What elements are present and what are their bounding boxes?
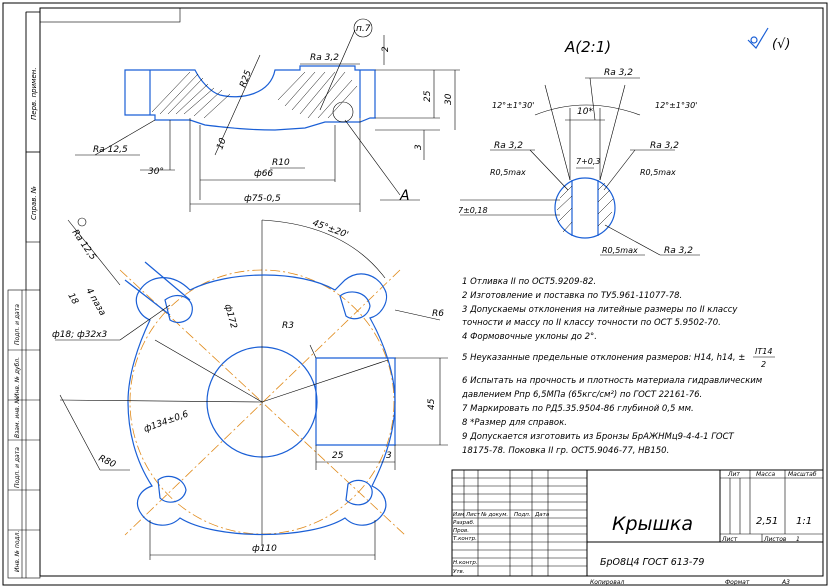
dim-25: 25 bbox=[423, 90, 433, 102]
note-ref-circle bbox=[353, 18, 373, 38]
plan-4slots: 4 паза bbox=[83, 287, 107, 318]
note-4: 4 Формовочные уклоны до 2°. bbox=[462, 332, 597, 342]
side-label-ref: Справ. № bbox=[30, 186, 38, 220]
note-5-num: IT14 bbox=[755, 347, 772, 356]
section-view bbox=[75, 18, 460, 212]
detail-ra32-a: Ra 3,2 bbox=[604, 68, 633, 78]
note-8: 8 *Размер для справок. bbox=[462, 418, 567, 428]
tb-row-ncontr: Н.контр. bbox=[453, 560, 478, 566]
detail-view bbox=[460, 77, 700, 256]
note-6b: давлением Рпр 6,5МПа (65кгс/см²) по ГОСТ… bbox=[461, 390, 702, 400]
note-9b: 18175-78. Поковка II гр. ОСТ5.9046-77, Н… bbox=[462, 446, 669, 456]
technical-notes: 1 Отливка II по ОСТ5.9209-82. 2 Изготовл… bbox=[461, 277, 775, 456]
detail-r05-a: R0,5max bbox=[490, 168, 526, 177]
side-label-sign1: Подп. и дата bbox=[14, 304, 21, 345]
detail-angle-b: 12°±1°30' bbox=[655, 101, 697, 110]
tb-mass-value: 2,51 bbox=[756, 516, 778, 527]
note-6a: 6 Испытать на прочность и плотность мате… bbox=[462, 376, 763, 386]
tb-col-date: Дата bbox=[534, 512, 550, 518]
dim-r10: R10 bbox=[272, 158, 290, 168]
dim-30deg: 30° bbox=[148, 167, 164, 177]
dim-phi75: ф75-0,5 bbox=[244, 194, 281, 204]
plan-25: 25 bbox=[332, 451, 344, 461]
dim-p7: п.7 bbox=[356, 24, 371, 34]
detail-ra32-c: Ra 3,2 bbox=[650, 141, 679, 151]
tb-row-approve: Утв. bbox=[453, 569, 465, 575]
note-2: 2 Изготовление и поставка по ТУ5.961-110… bbox=[462, 291, 682, 301]
plan-45deg: 45°±20' bbox=[311, 218, 350, 240]
side-label-first-use: Перв. примен. bbox=[30, 67, 38, 120]
tb-row-dev: Разраб. bbox=[453, 520, 475, 526]
dim-3: 3 bbox=[414, 144, 424, 150]
note-3a: 3 Допускаемы отклонения на литейные разм… bbox=[462, 305, 738, 315]
tb-row-tcontr: Т.контр. bbox=[453, 536, 477, 542]
dim-ra125-left: Ra 12,5 bbox=[93, 145, 128, 155]
plan-r3: R3 bbox=[282, 321, 294, 331]
tb-format: Формат bbox=[725, 579, 750, 586]
roughness-symbol bbox=[747, 27, 769, 49]
plan-45: 45 bbox=[427, 398, 437, 410]
plan-view bbox=[55, 217, 448, 560]
roughness-general: (√) bbox=[772, 37, 790, 52]
detail-7: 7+0,3 bbox=[576, 157, 601, 166]
plan-phi134: ф134±0,6 bbox=[143, 409, 191, 434]
note-5: 5 Неуказанные предельные отклонения разм… bbox=[462, 353, 745, 363]
tb-scale-label: Масштаб bbox=[788, 471, 817, 478]
tb-col-list: Лист bbox=[465, 512, 481, 518]
dim-10: 10 bbox=[215, 137, 228, 151]
detail-r05-c: R0,5max bbox=[602, 246, 638, 255]
tb-format-value: А3 bbox=[781, 579, 790, 586]
tb-col-doc: № докум. bbox=[480, 512, 508, 518]
note-3b: точности и массу по II классу точности п… bbox=[462, 318, 721, 328]
dim-phi66: ф66 bbox=[254, 169, 273, 179]
side-label-dup: Инв. № дубл. bbox=[14, 357, 21, 398]
note-9a: 9 Допускается изготовить из Бронзы БрАЖН… bbox=[462, 432, 735, 442]
tb-copied: Копировал bbox=[590, 579, 624, 586]
code-box bbox=[39, 7, 181, 23]
dim-r25: R25 bbox=[238, 69, 254, 89]
side-label-orig: Инв. № подл. bbox=[14, 531, 21, 572]
view-letter-a: A bbox=[399, 188, 410, 204]
tb-sheets-label: Листов bbox=[763, 536, 787, 543]
dim-30: 30 bbox=[444, 93, 454, 105]
tb-material: БрО8Ц4 ГОСТ 613-79 bbox=[600, 557, 704, 568]
plan-phi172: ф172 bbox=[222, 303, 238, 330]
dim-ra32-top: Ra 3,2 bbox=[310, 53, 339, 63]
tb-sheets-value: 1 bbox=[796, 536, 800, 543]
plan-phi110: ф110 bbox=[252, 544, 277, 554]
detail-title: A(2:1) bbox=[564, 38, 611, 56]
note-5-den: 2 bbox=[761, 360, 766, 369]
detail-10: 10* bbox=[577, 107, 593, 117]
side-label-replace: Взам. инв. № bbox=[14, 397, 21, 438]
plan-18: 18 bbox=[65, 292, 80, 307]
tb-col-izm: Изм bbox=[453, 512, 464, 518]
plan-r6: R6 bbox=[432, 309, 444, 319]
detail-r05-b: R0,5max bbox=[640, 168, 676, 177]
note-1: 1 Отливка II по ОСТ5.9209-82. bbox=[462, 277, 596, 287]
plan-phi18: ф18; ф32x3 bbox=[52, 330, 108, 340]
plan-3: 3 bbox=[386, 451, 392, 461]
tb-lit-label: Лит bbox=[727, 471, 740, 478]
detail-angle-a: 12°±1°30' bbox=[492, 101, 534, 110]
tb-mass-label: Масса bbox=[756, 471, 775, 478]
tb-sheet-label: Лист bbox=[721, 536, 738, 543]
detail-ra32-d: Ra 3,2 bbox=[664, 246, 693, 256]
plan-ra125: Ra 12,5 bbox=[70, 228, 98, 262]
note-7: 7 Маркировать по РД5.35.9504-86 глубиной… bbox=[462, 404, 694, 414]
dim-2: 2 bbox=[381, 46, 391, 52]
plan-r80: R80 bbox=[97, 454, 118, 471]
side-label-sign2: Подп. и дата bbox=[14, 447, 21, 488]
title-block bbox=[451, 469, 824, 577]
detail-7-18: 7±0,18 bbox=[458, 206, 488, 215]
tb-row-check: Пров. bbox=[453, 528, 469, 534]
side-strip bbox=[7, 11, 41, 579]
tb-col-sign: Подп. bbox=[514, 512, 531, 518]
tb-part-name: Крышка bbox=[612, 513, 693, 535]
detail-ra32-b: Ra 3,2 bbox=[494, 141, 523, 151]
tb-scale-value: 1:1 bbox=[796, 516, 812, 527]
